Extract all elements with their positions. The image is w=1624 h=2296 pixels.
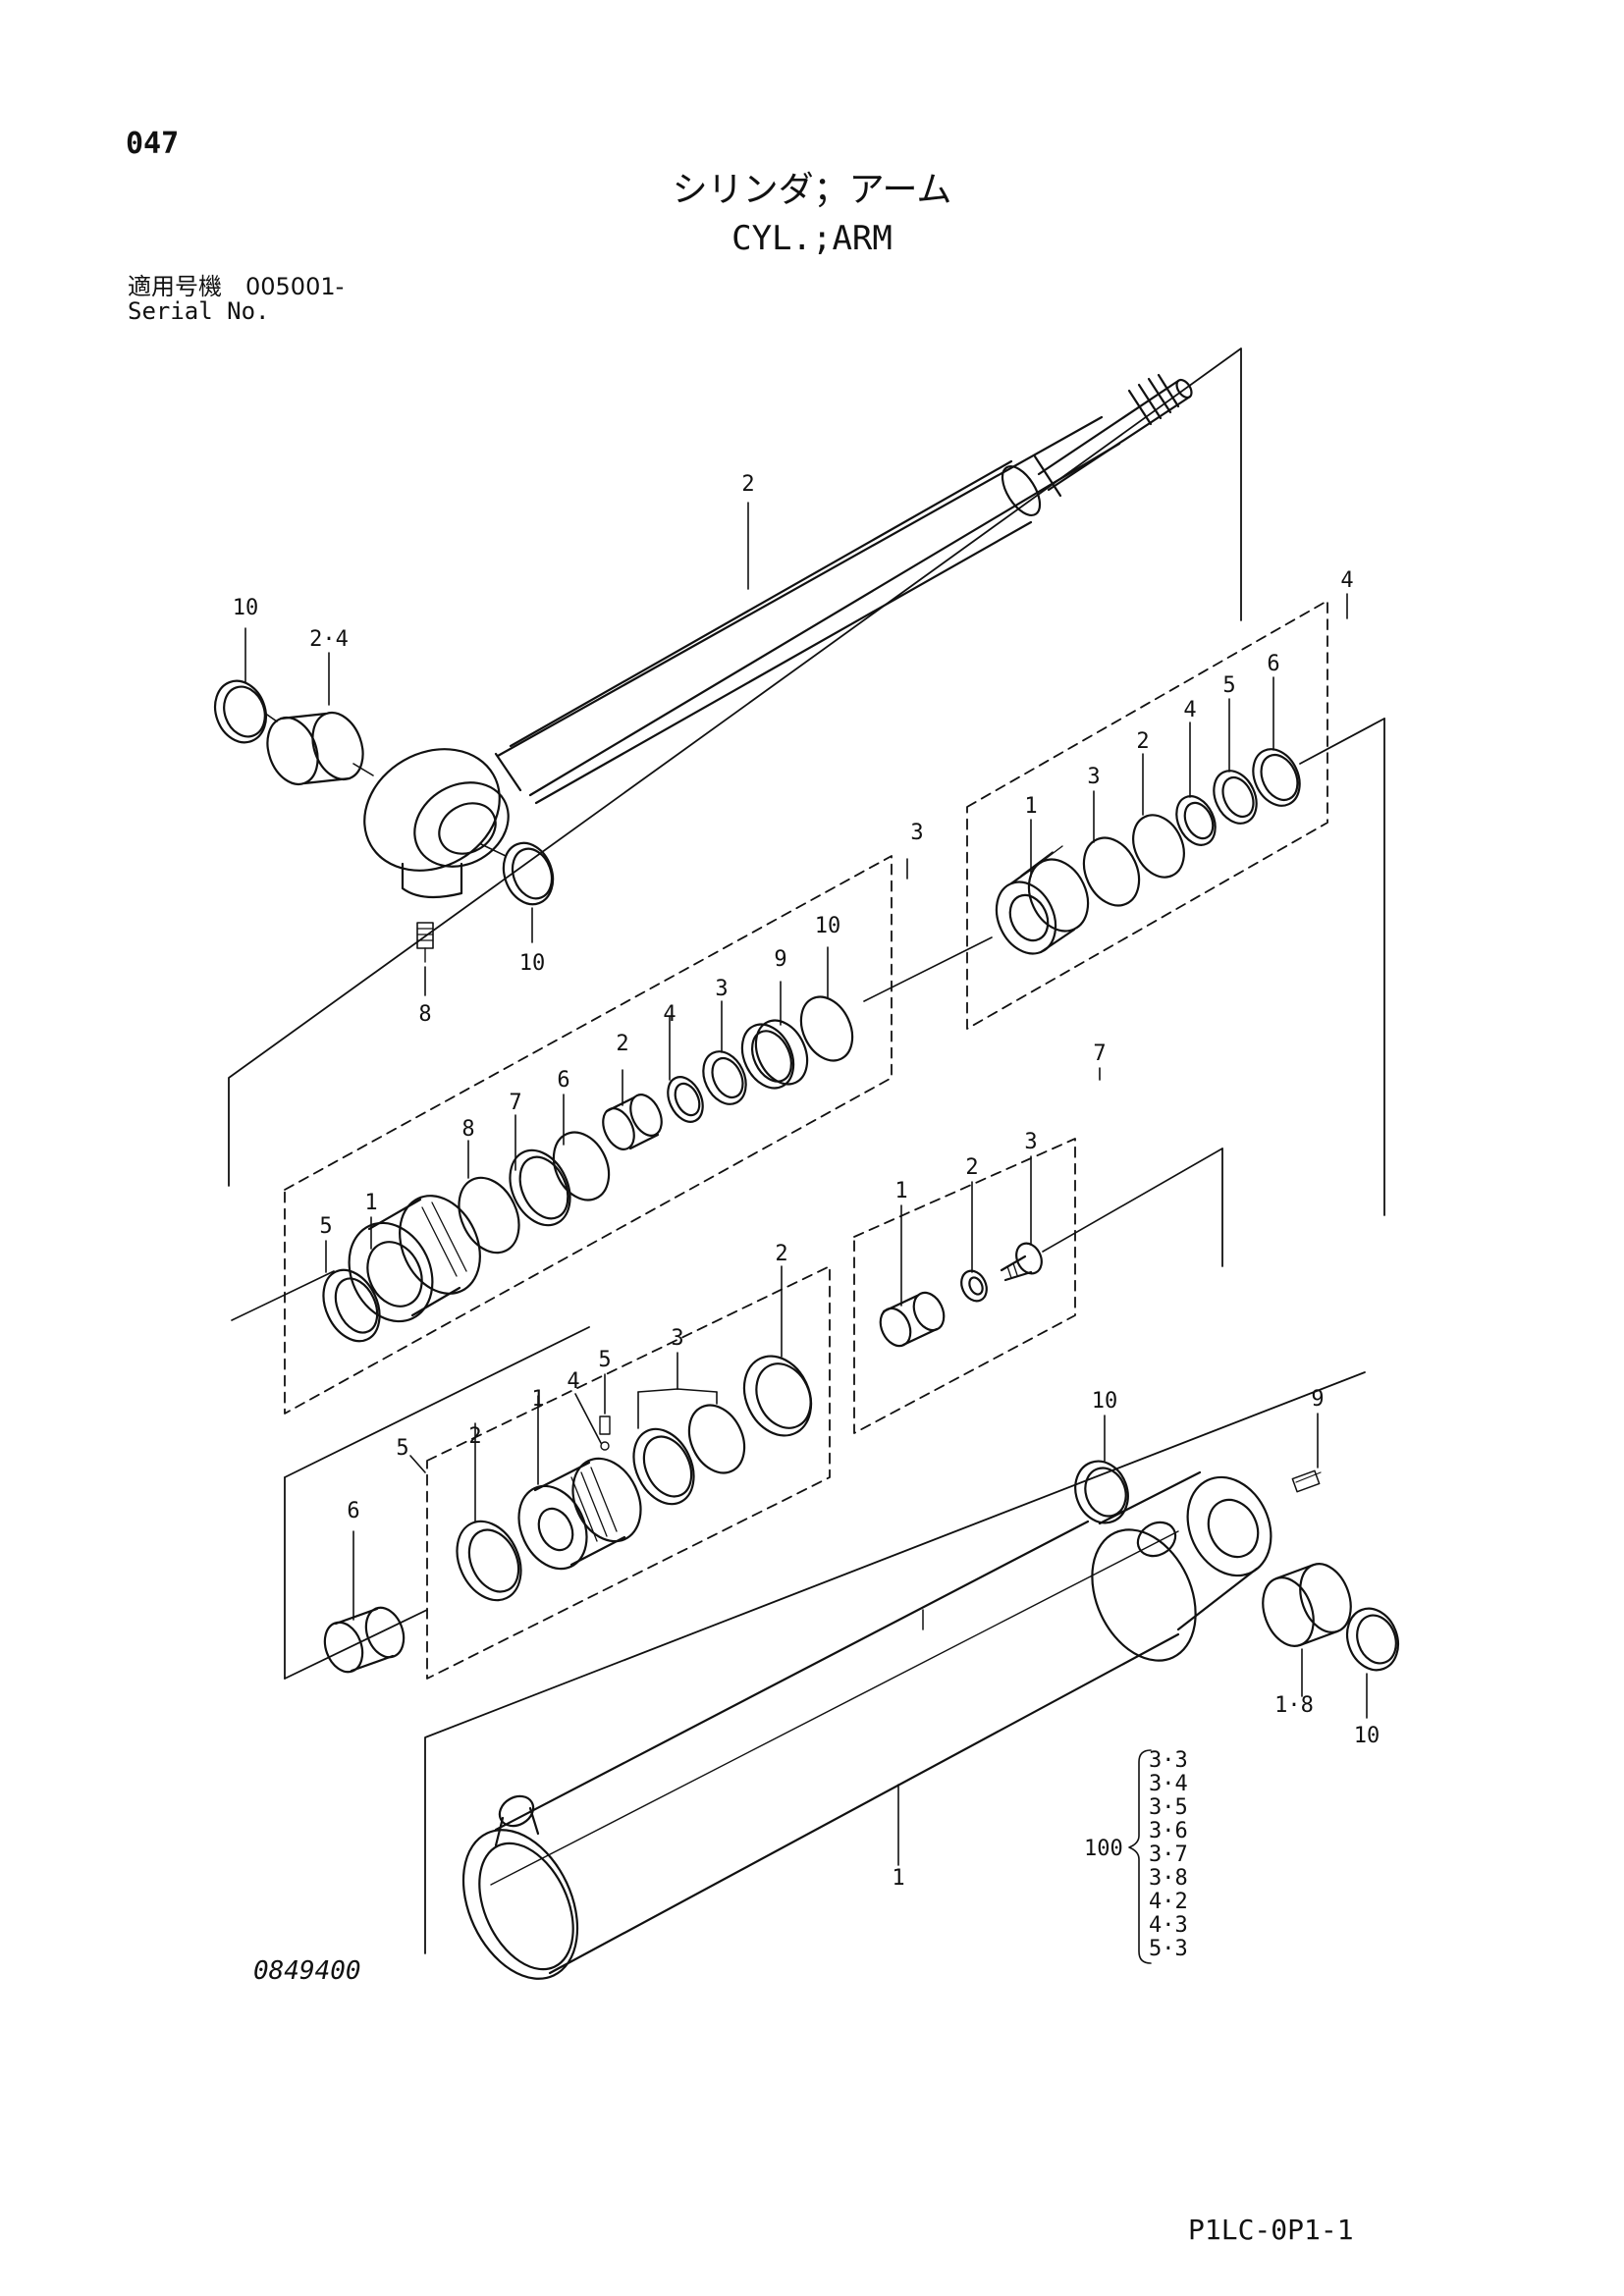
label-bushing-6: 6	[347, 1499, 359, 1523]
bushing-6	[323, 1606, 406, 1674]
rod-dust-ring-bottom	[502, 841, 555, 906]
label-rod-ring-bottom: 10	[519, 951, 546, 976]
label-kit5-3: 3	[671, 1326, 683, 1351]
piston-kit-5	[426, 1265, 831, 1680]
page-number: 047	[126, 127, 180, 161]
tube-bushing	[1262, 1563, 1352, 1647]
footer-page-code: P1LC-0P1-1	[1188, 2214, 1354, 2246]
label-seal-kit: 100	[1084, 1837, 1123, 1861]
rod-dust-ring-top	[213, 679, 268, 744]
label-kit5-2-left: 2	[468, 1424, 481, 1449]
seal-kit-item-4: 3·6	[1149, 1819, 1188, 1843]
serial-label-japanese: 適用号機 005001-	[128, 273, 345, 300]
label-kit5: 5	[396, 1436, 408, 1461]
label-kit4-6: 6	[1267, 652, 1279, 676]
label-kit3-3: 3	[715, 977, 728, 1001]
label-kit3-6: 6	[557, 1068, 569, 1093]
label-kit3-4: 4	[663, 1002, 676, 1027]
label-kit5-5: 5	[598, 1348, 611, 1372]
label-rod-bushing: 2·4	[309, 627, 349, 652]
seal-kit-item-6: 3·8	[1149, 1866, 1188, 1891]
label-kit3-9: 9	[774, 947, 786, 972]
seal-kit-item-8: 4·3	[1149, 1913, 1188, 1938]
drawing-number: 0849400	[253, 1956, 361, 1986]
label-rod-ring-top: 10	[233, 596, 259, 620]
label-kit3-2: 2	[616, 1032, 628, 1056]
cylinder-tube	[424, 1371, 1366, 1980]
page-title-japanese: シリンダ；アーム	[672, 170, 952, 210]
label-tube: 1	[892, 1866, 904, 1891]
label-kit4: 4	[1340, 568, 1353, 593]
label-kit3-8: 8	[461, 1117, 474, 1142]
label-tube-ring-top: 10	[1092, 1389, 1118, 1414]
seal-kit-item-5: 3·7	[1149, 1842, 1188, 1867]
label-kit5-2-right: 2	[775, 1242, 787, 1266]
label-grease-fitting-rod: 8	[418, 1002, 431, 1027]
label-kit3-7: 7	[509, 1091, 521, 1115]
rod-bushing	[266, 712, 364, 785]
check-valve-kit-7	[853, 1138, 1076, 1434]
label-kit7-2: 2	[965, 1155, 978, 1180]
seal-kit-brace	[1128, 1749, 1152, 1964]
label-tube-fitting: 9	[1311, 1387, 1324, 1412]
label-kit5-4: 4	[567, 1369, 579, 1394]
label-kit3-5: 5	[319, 1214, 332, 1239]
label-kit4-1: 1	[1024, 794, 1037, 819]
label-kit5-1: 1	[531, 1387, 544, 1412]
label-kit7-3: 3	[1024, 1130, 1037, 1154]
label-kit7: 7	[1093, 1041, 1106, 1066]
label-kit4-3: 3	[1087, 765, 1100, 789]
label-rod: 2	[741, 472, 754, 497]
leader-lines	[244, 502, 1368, 1866]
seal-kit-item-2: 3·4	[1149, 1772, 1188, 1796]
page-title-english: CYL.;ARM	[731, 219, 893, 258]
label-kit3-10: 10	[815, 914, 841, 938]
piston-kit-4	[966, 600, 1328, 1030]
label-kit3: 3	[910, 821, 923, 845]
seal-kit-item-9: 5·3	[1149, 1937, 1188, 1961]
seal-kit-item-1: 3·3	[1149, 1748, 1188, 1773]
serial-label-english: Serial No.	[128, 297, 270, 325]
label-kit3-1: 1	[364, 1191, 377, 1215]
head-kit-3	[284, 855, 893, 1415]
label-kit4-5: 5	[1222, 673, 1235, 698]
label-tube-bushing: 1·8	[1274, 1693, 1314, 1718]
label-tube-ring-bottom: 10	[1354, 1724, 1380, 1748]
piston-rod	[228, 347, 1242, 1187]
seal-kit-item-7: 4·2	[1149, 1890, 1188, 1914]
label-kit7-1: 1	[894, 1179, 907, 1203]
label-kit4-4: 4	[1183, 698, 1196, 722]
tube-dust-ring-bottom	[1345, 1607, 1400, 1672]
tube-grease-fitting	[1291, 1469, 1322, 1493]
seal-kit-item-3: 3·5	[1149, 1795, 1188, 1820]
label-kit4-2: 2	[1136, 729, 1149, 754]
tube-dust-ring-top	[1074, 1460, 1129, 1524]
